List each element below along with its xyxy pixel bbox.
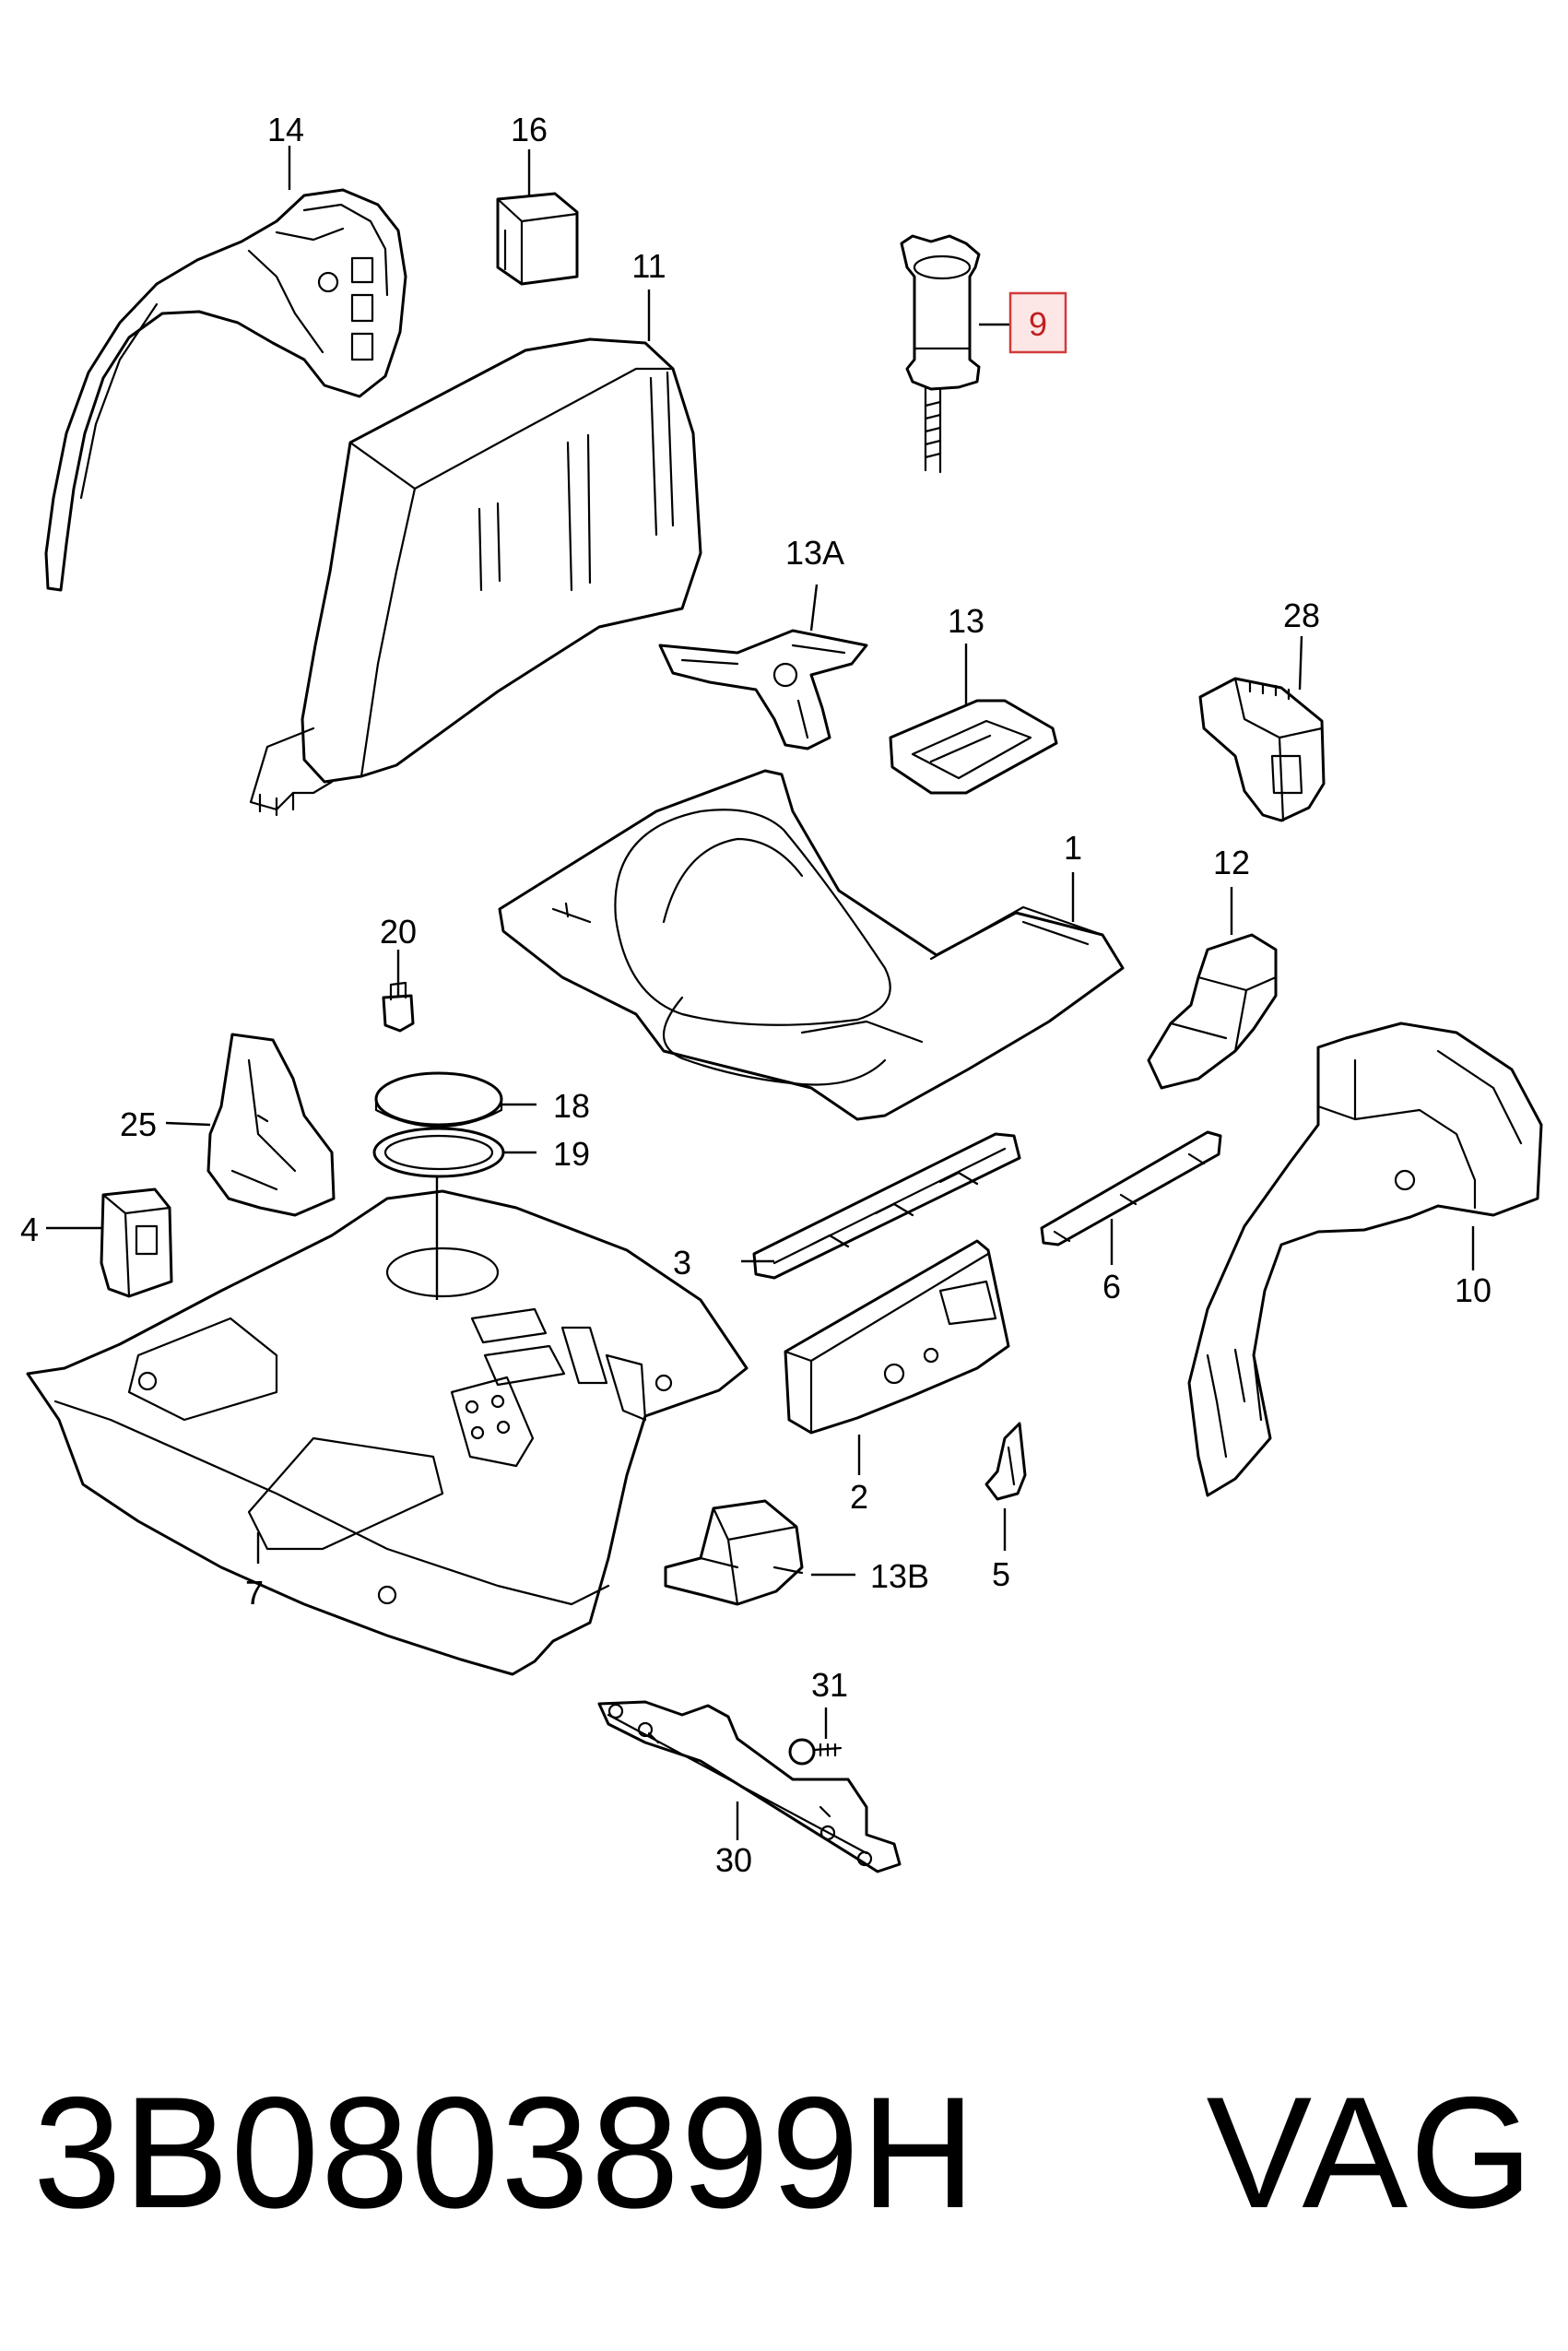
part-13B-bracket	[664, 1499, 804, 1606]
part-11-rear-panel	[249, 337, 702, 817]
callout-7: 7	[245, 1574, 264, 1612]
part-30-bar	[597, 1700, 902, 1873]
callout-28: 28	[1283, 597, 1320, 634]
callout-13B: 13B	[870, 1557, 929, 1595]
part-31-screw	[788, 1738, 843, 1766]
part-7-rear-floor	[26, 1189, 749, 1676]
callout-13A: 13A	[785, 534, 844, 572]
leader-lines	[46, 146, 1475, 1840]
callout-10: 10	[1455, 1271, 1491, 1309]
part-4-bracket	[100, 1187, 173, 1298]
callout-12: 12	[1213, 844, 1250, 881]
callout-20: 20	[380, 913, 417, 951]
part-6-rail	[1040, 1130, 1222, 1246]
part-10-wheelhouse-right	[1187, 1022, 1543, 1497]
part-12-bracket	[1147, 933, 1278, 1090]
part-number-label: 3B0803899H	[33, 2064, 978, 2241]
callout-30: 30	[715, 1841, 752, 1879]
callout-6: 6	[1102, 1268, 1121, 1305]
exploded-parts-diagram: 14 16 11 9 13A 13 28 1 12 20 18 19 25 4 …	[20, 111, 1543, 1879]
part-1-spare-wheel-well	[498, 769, 1125, 1121]
part-13A-bracket	[658, 629, 868, 750]
part-14-wheelhouse-left	[44, 188, 407, 592]
callout-3: 3	[673, 1244, 691, 1282]
brand-label: VAG	[1206, 2064, 1535, 2241]
callout-4: 4	[20, 1211, 39, 1248]
callout-9: 9	[1029, 305, 1047, 343]
callout-16: 16	[511, 111, 548, 148]
callout-9-highlight-box	[1008, 291, 1067, 354]
part-18-cover	[374, 1071, 503, 1128]
callout-19: 19	[553, 1135, 590, 1173]
callout-labels: 14 16 11 9 13A 13 28 1 12 20 18 19 25 4 …	[20, 111, 1491, 1879]
part-3-cross-member	[752, 1132, 1021, 1280]
footer-caption: 3B0803899H VAG	[33, 2056, 1535, 2250]
part-5-bracket	[984, 1422, 1027, 1501]
part-9-wheel-bolt	[900, 234, 981, 474]
part-20-bolt	[382, 981, 415, 1033]
callout-5: 5	[992, 1555, 1010, 1593]
callout-18: 18	[553, 1087, 590, 1125]
part-16-clip	[496, 192, 579, 286]
callout-2: 2	[850, 1478, 868, 1516]
part-2-side-member	[784, 1239, 1010, 1435]
callout-1: 1	[1064, 829, 1082, 867]
part-19-ring	[372, 1127, 505, 1178]
callout-11: 11	[631, 247, 666, 285]
callout-13: 13	[948, 602, 984, 640]
callout-25: 25	[120, 1105, 157, 1143]
part-25-bracket	[206, 1033, 336, 1217]
callout-31: 31	[811, 1666, 848, 1704]
callout-14: 14	[267, 111, 304, 148]
part-28-bracket	[1198, 677, 1326, 822]
part-13-plate	[889, 699, 1058, 795]
